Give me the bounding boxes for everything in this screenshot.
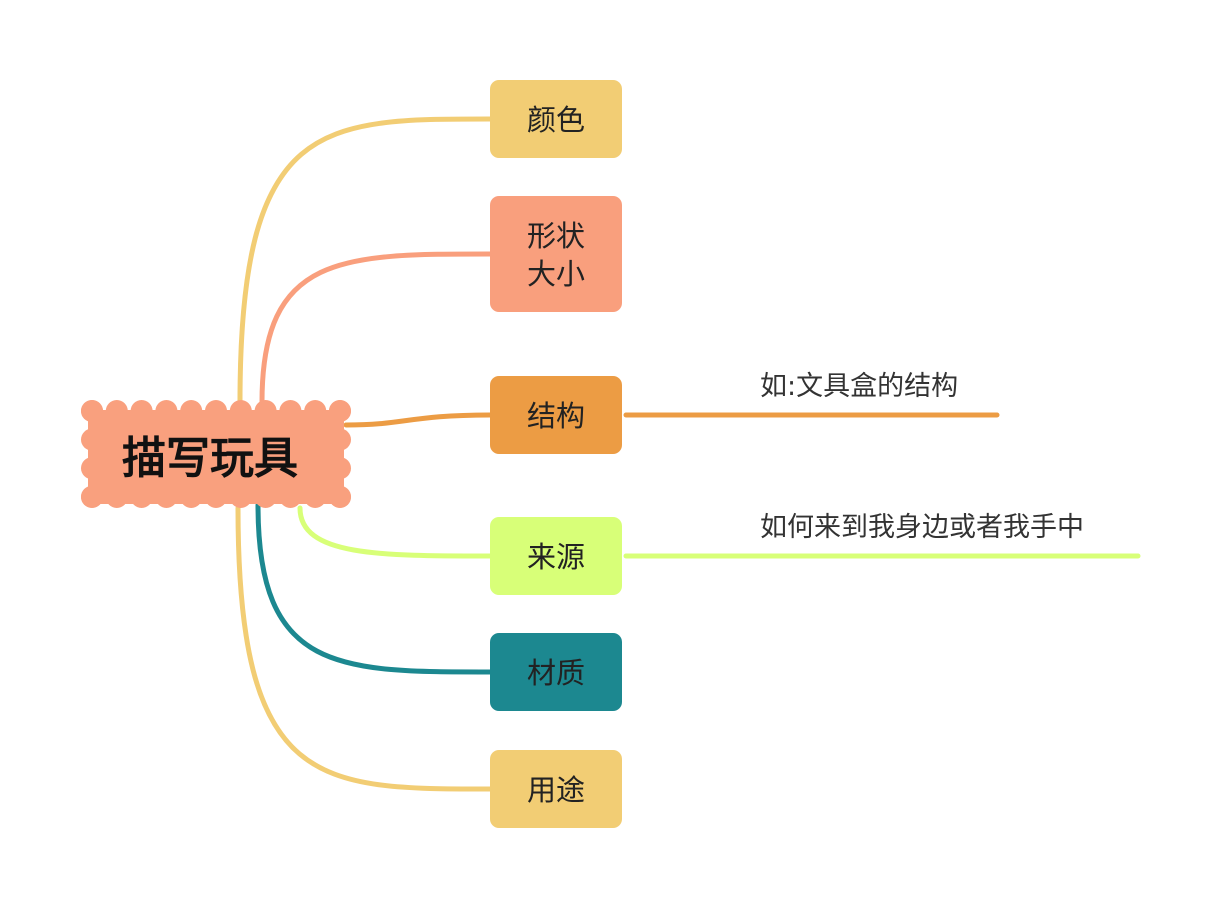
connector-material (255, 502, 493, 675)
branch-structure-label: 结构 (527, 399, 585, 433)
branch-source[interactable]: 来源 (490, 517, 622, 595)
connector-source (297, 505, 493, 559)
branch-source-box (490, 517, 622, 595)
leaf-note-structure: 如:文具盒的结构 (760, 371, 958, 402)
branch-source-label: 来源 (527, 540, 585, 574)
connector-color (237, 116, 493, 405)
branch-shape-box (490, 196, 622, 312)
central-topic-body (88, 410, 344, 504)
connector-shape (259, 251, 493, 405)
leaf-note-source: 如何来到我身边或者我手中 (760, 512, 1084, 543)
branch-color-box (490, 80, 622, 158)
branch-use-box (490, 750, 622, 828)
central-topic[interactable]: 描写玩具 (81, 400, 351, 508)
branch-material[interactable]: 材质 (490, 633, 622, 711)
branch-shape-label: 大小 (527, 257, 585, 291)
branch-shape-label: 形状 (527, 219, 585, 253)
connector-structure (343, 412, 493, 428)
branch-use[interactable]: 用途 (490, 750, 622, 828)
connector-use (235, 505, 493, 792)
branch-color[interactable]: 颜色 (490, 80, 622, 158)
branch-structure-box (490, 376, 622, 454)
branch-material-box (490, 633, 622, 711)
central-topic-label: 描写玩具 (122, 433, 298, 484)
connectors (235, 116, 493, 792)
branch-color-label: 颜色 (527, 103, 585, 137)
branch-structure[interactable]: 结构 (490, 376, 622, 454)
branch-use-label: 用途 (527, 773, 585, 807)
branch-material-label: 材质 (527, 656, 585, 690)
